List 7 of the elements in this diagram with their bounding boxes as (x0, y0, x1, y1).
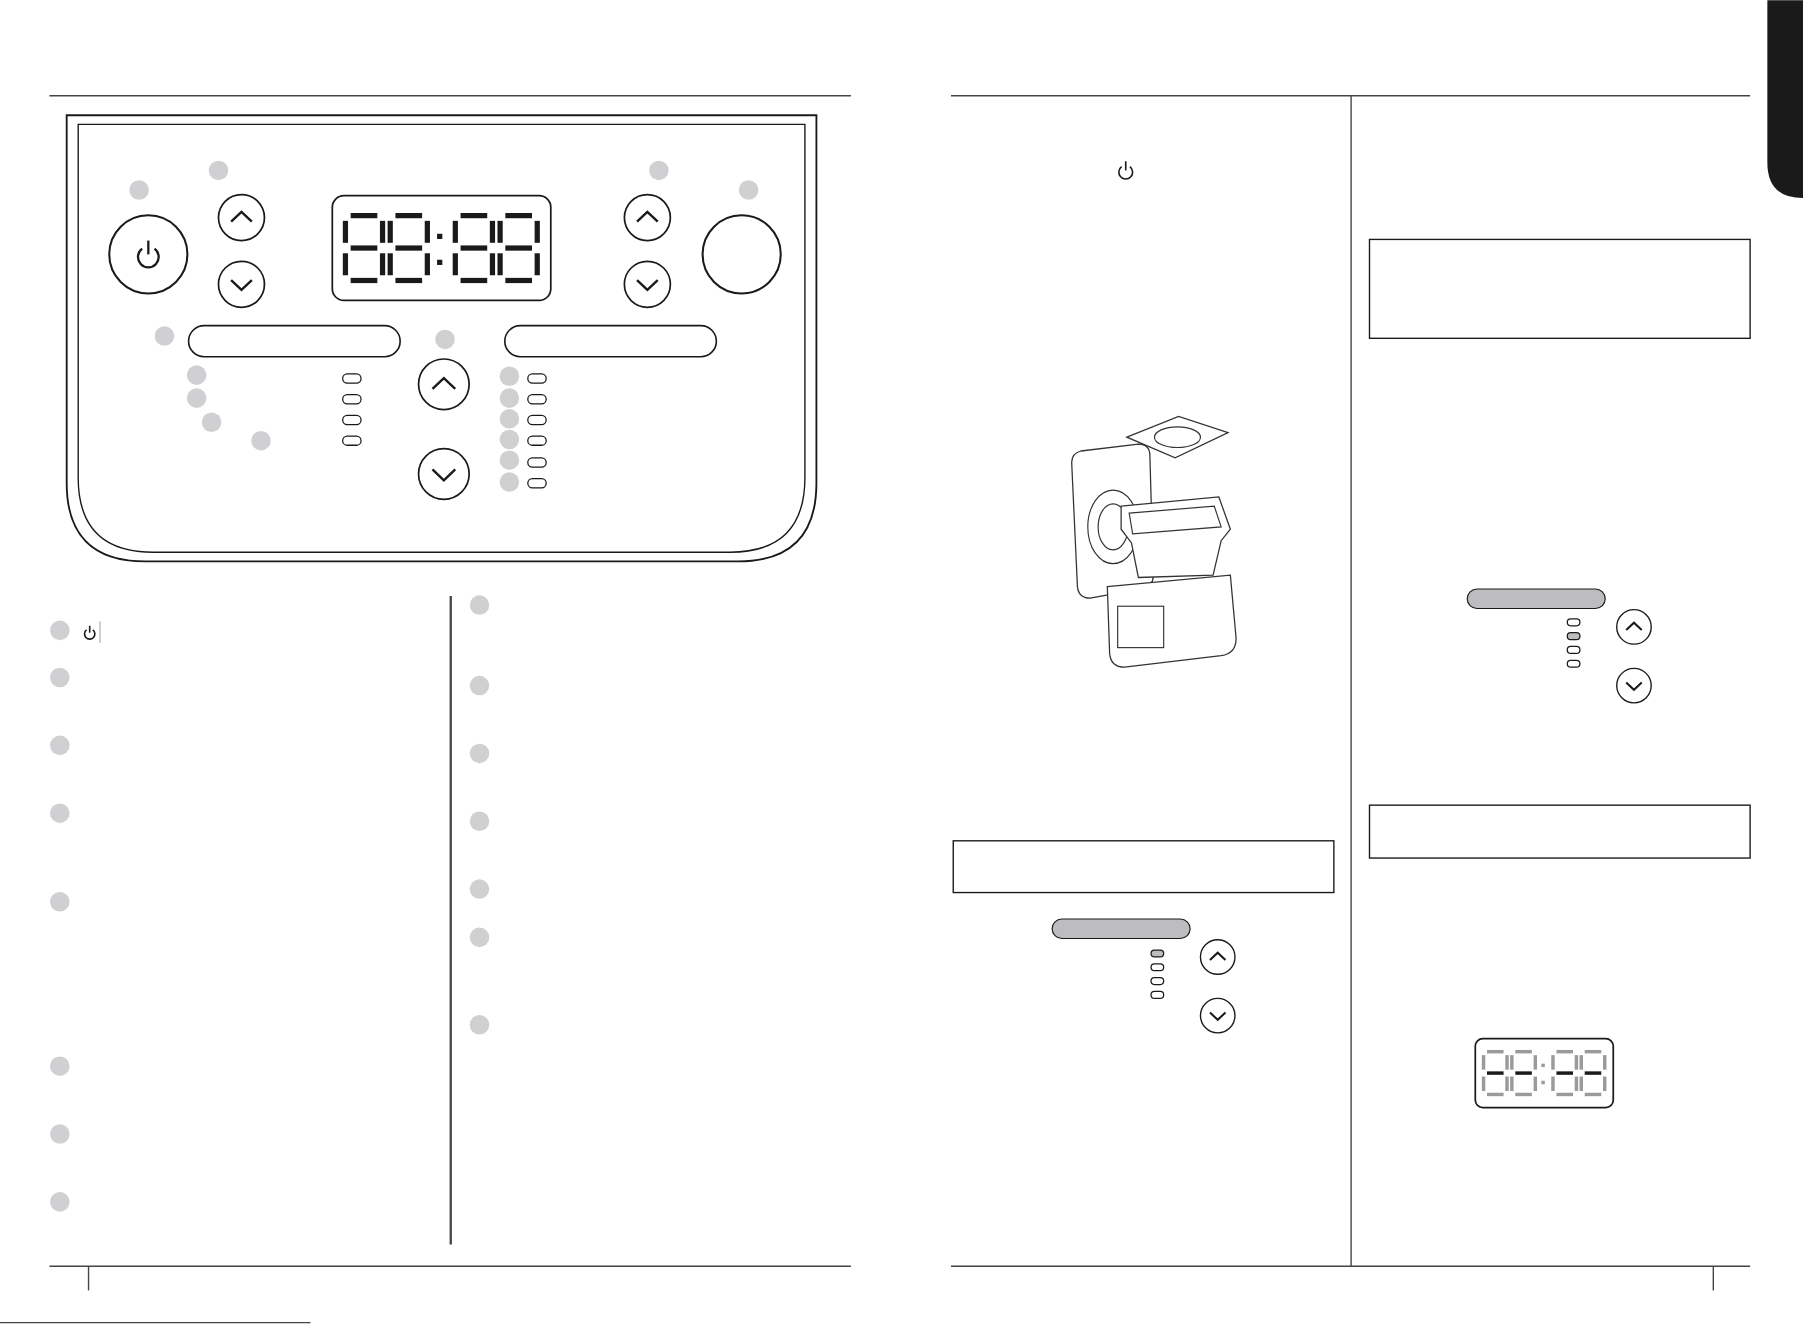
mode-bar (1466, 588, 1606, 610)
note-box (1368, 238, 1751, 339)
mode-bar (1051, 918, 1191, 940)
note-box (1368, 804, 1751, 859)
mode-bar (187, 324, 401, 358)
mode-bar (504, 324, 718, 358)
note-box (952, 840, 1335, 894)
